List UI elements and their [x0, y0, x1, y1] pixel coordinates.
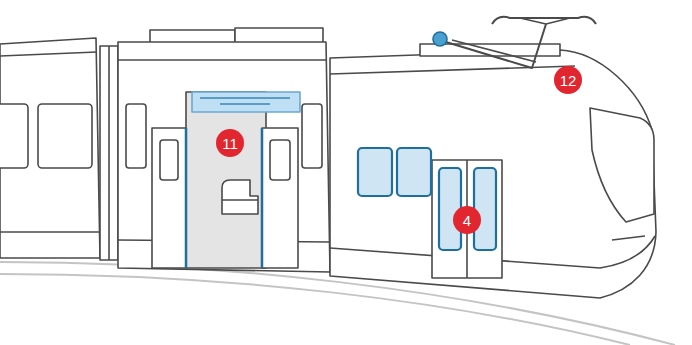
callout-circle: 11	[216, 129, 244, 157]
front-car	[330, 50, 656, 298]
door-window	[474, 168, 496, 250]
roof-line	[0, 52, 97, 56]
pantograph-head	[492, 17, 596, 24]
middle-car	[118, 42, 330, 272]
pantograph-link	[546, 18, 570, 24]
door-edge	[261, 128, 264, 268]
windshield	[590, 108, 654, 222]
door-panel	[152, 128, 186, 268]
door-edge	[185, 128, 188, 268]
skirt-line	[0, 231, 99, 233]
articulation	[100, 46, 118, 260]
window	[397, 148, 431, 196]
door-window	[270, 140, 290, 180]
roof-line	[118, 59, 327, 61]
pantograph-arm	[446, 24, 546, 68]
callout-circle: 12	[554, 66, 582, 94]
door-panel	[262, 128, 298, 268]
window	[38, 104, 92, 168]
callout-number: 12	[560, 73, 577, 88]
seat-line	[222, 199, 258, 201]
window	[0, 104, 28, 168]
ceiling-detail	[200, 98, 290, 104]
pantograph-link	[520, 18, 546, 24]
roof-line	[330, 66, 575, 74]
window	[126, 104, 146, 168]
articulation-line	[108, 46, 110, 260]
window	[358, 148, 392, 196]
callout-number: 4	[463, 213, 471, 228]
ceiling-unit	[192, 92, 300, 112]
window	[302, 104, 322, 168]
door-window	[160, 140, 178, 180]
pantograph-motor	[433, 32, 447, 46]
interior	[186, 92, 266, 268]
callout-number: 11	[222, 136, 238, 151]
seat	[222, 180, 258, 214]
front-door	[432, 160, 502, 278]
headlight	[612, 236, 645, 240]
callout-circle: 4	[453, 206, 481, 234]
pantograph-arm	[452, 40, 536, 62]
